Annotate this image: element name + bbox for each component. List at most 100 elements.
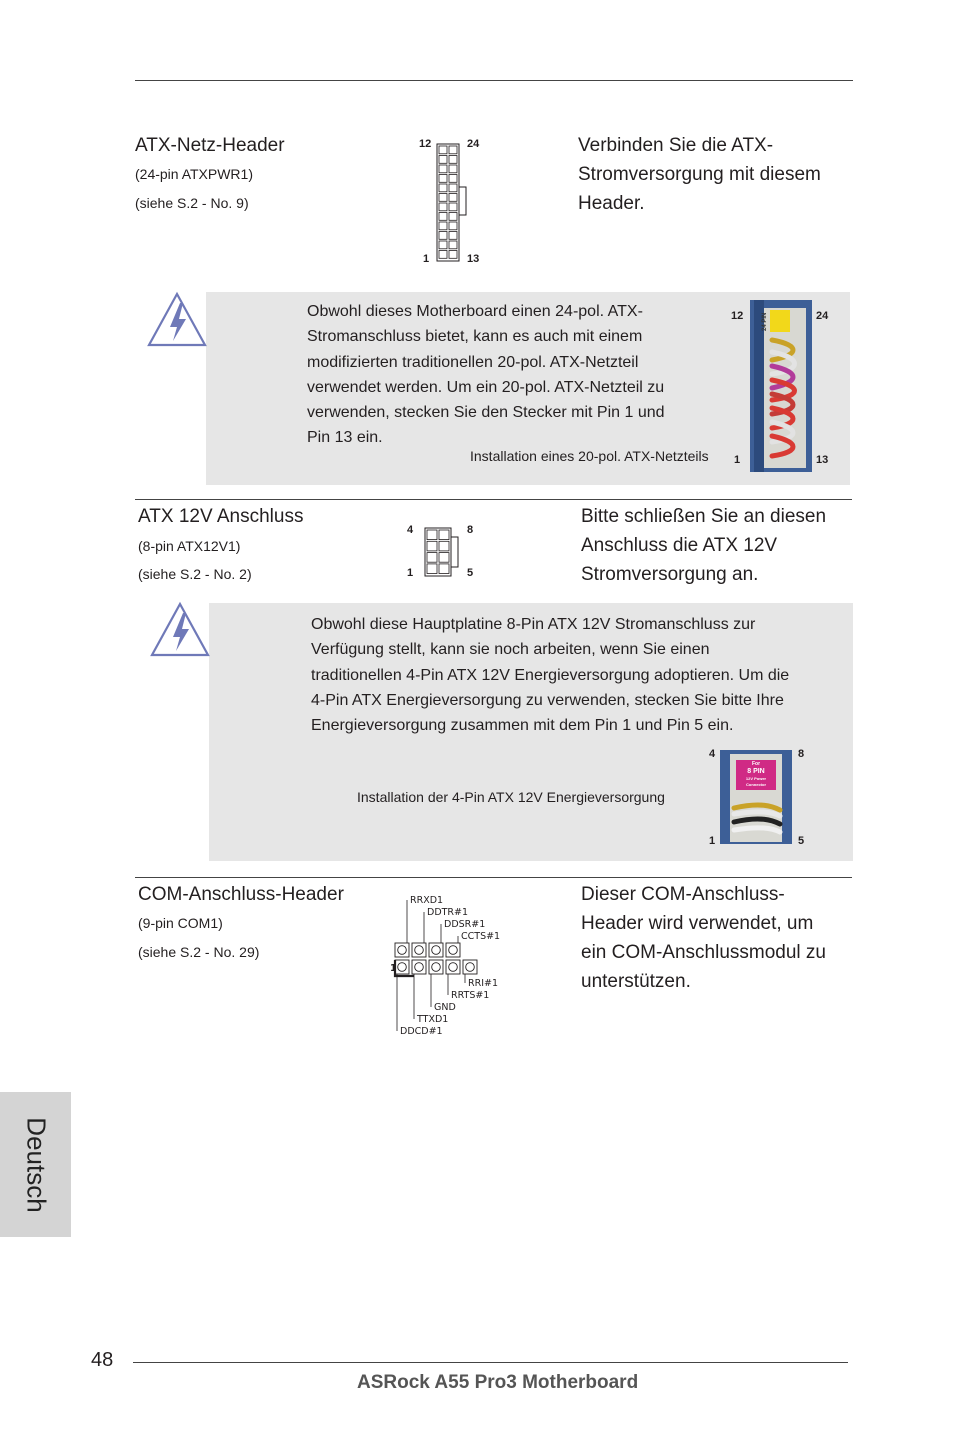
footer-product: ASRock A55 Pro3 Motherboard	[357, 1372, 639, 1393]
pin-square	[448, 174, 458, 183]
pin-square	[438, 183, 448, 193]
note-text: Obwohl diese Hauptplatine 8-Pin ATX 12V …	[311, 612, 789, 738]
com-pin	[445, 959, 461, 975]
pin-label: 13	[467, 253, 480, 265]
signal-label: RRI#1	[468, 978, 498, 989]
pin-square	[448, 202, 458, 212]
section-title: ATX-Netz-Header	[135, 135, 285, 156]
com-pin	[462, 959, 478, 975]
pin-square	[448, 231, 458, 240]
description-line: Header wird verwendet, um	[581, 913, 814, 934]
atx-4pin-install-photo	[720, 750, 792, 844]
pin-square	[438, 193, 448, 202]
pin-label: 8	[467, 524, 474, 536]
com-pin	[428, 959, 444, 975]
top-rule	[135, 80, 853, 81]
pin-square	[438, 250, 448, 259]
com-pin-hole	[448, 945, 458, 955]
pin-square	[438, 212, 448, 221]
description-line: Bitte schließen Sie an diesen	[581, 506, 827, 527]
description-line: ein COM-Anschlussmodul zu	[581, 942, 826, 963]
pin-square	[438, 231, 448, 240]
note-line: Obwohl dieses Motherboard einen 24-pol. …	[307, 303, 643, 320]
note-line: Stromanschluss bietet, kann es auch mit …	[307, 328, 643, 346]
pin-square	[448, 155, 458, 164]
warning-icon	[147, 291, 207, 347]
photo-pin-label: 24	[816, 310, 829, 322]
com-pin	[411, 959, 427, 975]
com-pin	[394, 942, 410, 958]
com-pin-hole	[397, 962, 407, 972]
pin-square	[438, 563, 450, 574]
description-line: Verbinden Sie die ATX-	[578, 135, 774, 156]
com-pin-hole	[397, 945, 407, 955]
pin-one-marker	[393, 960, 414, 978]
signal-label: GND	[434, 1002, 456, 1013]
signal-label: RRTS#1	[451, 990, 489, 1001]
description: Dieser COM-Anschluss- Header wird verwen…	[581, 880, 826, 996]
description-line: Stromversorgung mit diesem	[578, 164, 821, 185]
description-line: unterstützen.	[581, 971, 691, 992]
pin-square	[448, 240, 458, 250]
com-pin	[411, 942, 427, 958]
pin-square	[438, 164, 448, 174]
section-rule	[135, 499, 852, 500]
pin-square	[448, 250, 458, 259]
pin-label: 4	[407, 524, 414, 536]
pin-square	[438, 552, 450, 563]
photo-caption: Installation der 4-Pin ATX 12V Energieve…	[357, 789, 665, 805]
note-line: Obwohl diese Hauptplatine 8-Pin ATX 12V …	[311, 616, 756, 633]
photo-pin-label: 5	[798, 835, 805, 847]
pin-label: 24	[467, 138, 480, 150]
atx-20pin-install-photo	[750, 300, 812, 472]
language-tab-label: Deutsch	[21, 1116, 51, 1213]
photo-pin-label: 13	[816, 454, 829, 466]
photo-pin-label: 8	[798, 748, 805, 760]
com-pin-hole	[414, 945, 424, 955]
signal-label: DDTR#1	[427, 907, 468, 918]
pin-label: 12	[419, 138, 432, 150]
pin-square	[438, 529, 450, 541]
description-line: Header.	[578, 193, 645, 214]
com-pin	[394, 959, 410, 975]
com-pin-hole	[431, 945, 441, 955]
photo-label-line: Connector	[746, 782, 766, 787]
pin-square	[426, 540, 438, 552]
photo-label-line: For	[751, 761, 761, 767]
description-line: Anschluss die ATX 12V	[581, 535, 778, 556]
page-number: 48	[91, 1349, 114, 1371]
pin-square	[438, 145, 448, 155]
pin-square	[426, 552, 438, 563]
section-rule	[135, 877, 852, 878]
page-reference: (siehe S.2 - No. 29)	[138, 944, 260, 960]
pin-square	[426, 563, 438, 574]
note-text: Obwohl dieses Motherboard einen 24-pol. …	[307, 299, 665, 451]
pin-square	[426, 529, 438, 541]
pin-square	[448, 145, 458, 155]
pin-square	[438, 240, 448, 250]
pin-info: (8-pin ATX12V1)	[138, 538, 241, 554]
description: Bitte schließen Sie an diesen Anschluss …	[581, 502, 826, 589]
pin-square	[448, 212, 458, 221]
pin-square	[438, 221, 448, 231]
pin-label: 1	[423, 253, 430, 265]
com-pin	[445, 942, 461, 958]
pin-label: 1	[407, 567, 414, 579]
page-reference: (siehe S.2 - No. 9)	[135, 195, 249, 211]
description-line: Dieser COM-Anschluss-	[581, 884, 785, 905]
section-title: ATX 12V Anschluss	[138, 506, 304, 527]
note-line: Energieversorgung zusammen mit dem Pin 1…	[311, 717, 734, 735]
photo-pin-label: 1	[734, 454, 741, 466]
photo-pin-label: 4	[709, 748, 716, 760]
warning-icon	[150, 601, 210, 657]
note-line: modifizierten traditionellen 20-pol. ATX…	[307, 353, 639, 371]
connector-24pin-diagram	[436, 143, 467, 262]
note-line: traditionellen 4-Pin ATX 12V Energievers…	[311, 666, 790, 684]
pin-info: (9-pin COM1)	[138, 915, 223, 931]
com-header-diagram: 1RRXD1DDTR#1DDSR#1CCTS#1RRI#1RRTS#1GNDTT…	[390, 895, 500, 1037]
com-pin-hole	[448, 962, 458, 972]
com-pin-hole	[431, 962, 441, 972]
photo-connector-label: For 8 PIN 12V Power Connector	[738, 761, 774, 788]
note-box	[206, 292, 850, 485]
pin-square	[438, 540, 450, 552]
